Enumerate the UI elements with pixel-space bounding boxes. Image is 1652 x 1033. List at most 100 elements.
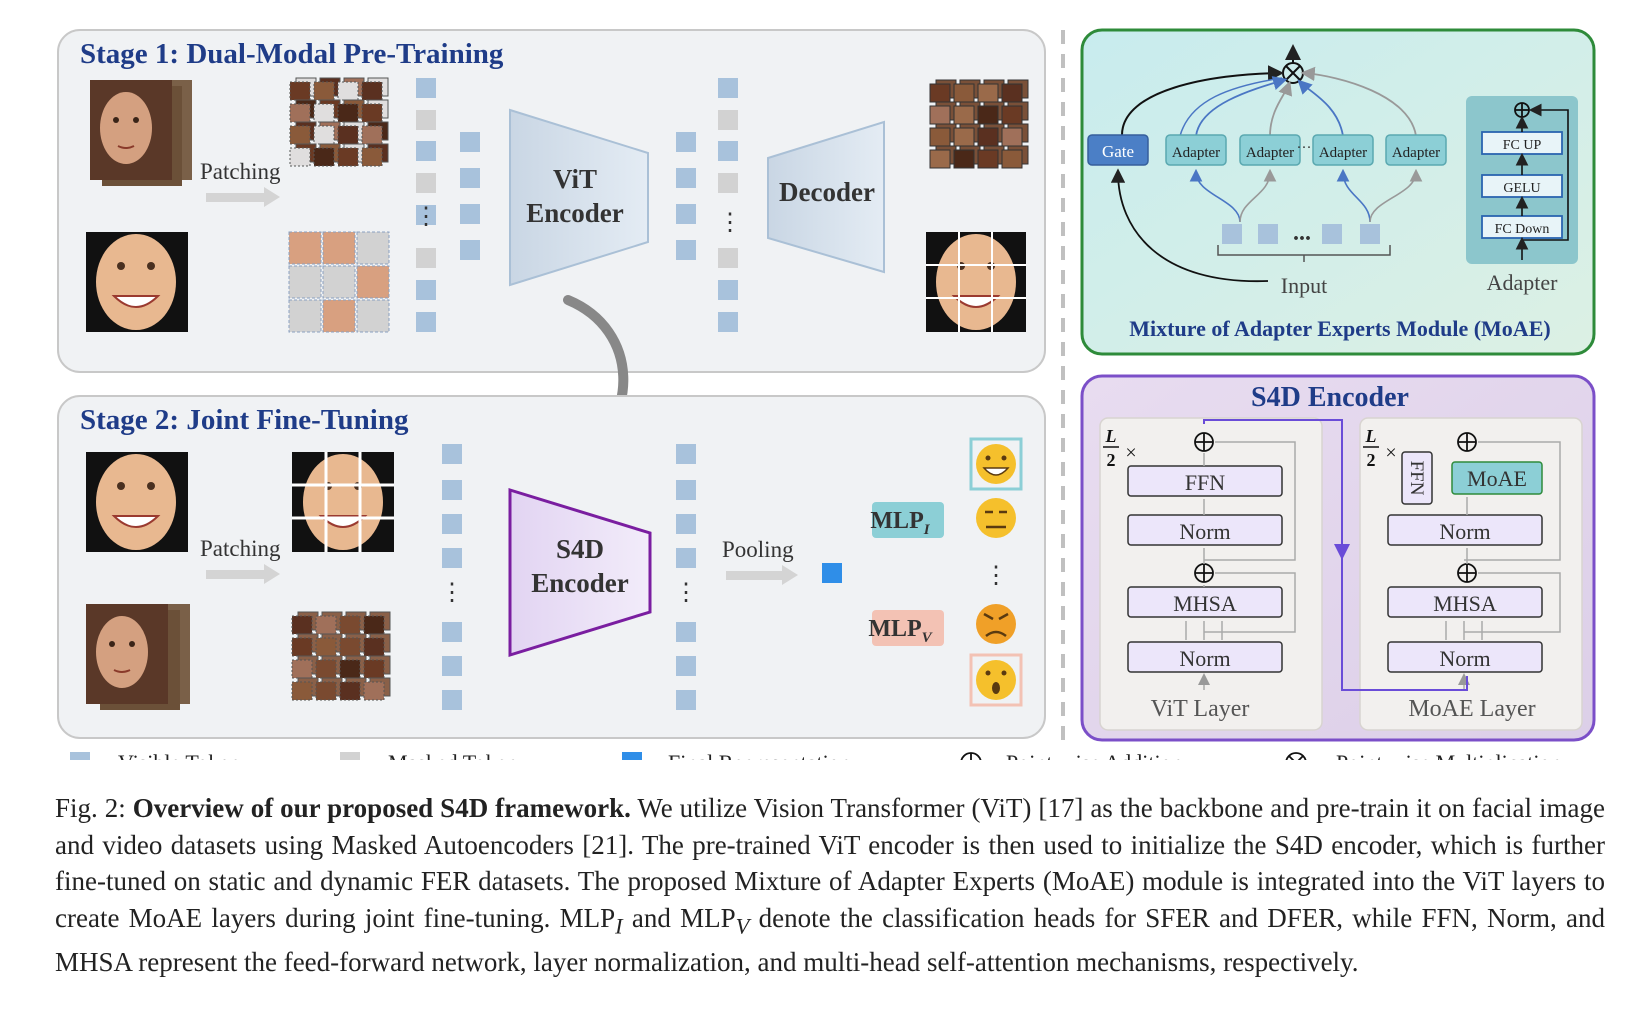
token xyxy=(416,280,436,300)
adapter-label: Adapter xyxy=(1319,145,1367,161)
patch xyxy=(929,105,951,125)
pooling-label: Pooling xyxy=(722,537,794,562)
token xyxy=(718,141,738,161)
masked-video-patches-1 xyxy=(289,77,389,167)
gelu-label: GELU xyxy=(1503,181,1540,196)
image-patches-2 xyxy=(292,452,394,552)
patch xyxy=(313,147,335,167)
legend-final-swatch xyxy=(622,752,642,760)
mlp-i-head xyxy=(872,502,944,538)
gate-label: Gate xyxy=(1102,142,1134,161)
token xyxy=(442,690,462,710)
adapter-box xyxy=(1312,134,1374,166)
vit-mhsa-label: MHSA xyxy=(1173,591,1237,616)
input-token xyxy=(1322,224,1342,244)
moae-ffn-box xyxy=(1401,451,1433,505)
patch xyxy=(289,103,311,123)
vit-encoder-block xyxy=(509,108,649,287)
patch xyxy=(322,231,356,265)
legend-mult-label: Point-wise Multiplication xyxy=(1336,750,1562,760)
reconstructed-video-patches xyxy=(929,79,1029,169)
patch xyxy=(339,659,361,679)
token xyxy=(676,656,696,676)
patch xyxy=(929,83,951,103)
patch xyxy=(291,681,313,701)
token-ellipsis-2: ⋮ xyxy=(718,210,742,236)
decoder-block xyxy=(767,120,885,274)
token xyxy=(442,548,462,568)
fc-down-label: FC Down xyxy=(1495,222,1550,237)
token xyxy=(676,690,696,710)
vit-norm-box-2 xyxy=(1127,641,1283,673)
patch xyxy=(289,147,311,167)
emoji-neutral-icon xyxy=(976,498,1016,538)
moae-norm-label-2: Norm xyxy=(1439,646,1490,671)
token xyxy=(460,240,480,260)
token xyxy=(676,204,696,224)
patch xyxy=(953,149,975,169)
emoji-ellipsis: ⋮ xyxy=(984,563,1008,589)
patch xyxy=(315,681,337,701)
emoji-frame-happy xyxy=(969,437,1023,491)
input-token xyxy=(1360,224,1380,244)
patch xyxy=(363,637,385,657)
patch xyxy=(339,637,361,657)
legend-masked-label: Masked Token xyxy=(388,750,517,760)
patch xyxy=(313,81,335,101)
moae-norm-label-1: Norm xyxy=(1439,519,1490,544)
s4d-encoder-block xyxy=(508,487,652,658)
token xyxy=(460,132,480,152)
token xyxy=(416,110,436,130)
token xyxy=(676,622,696,642)
token xyxy=(416,205,436,225)
patch xyxy=(1001,127,1023,147)
patch xyxy=(977,127,999,147)
patch xyxy=(356,231,390,265)
legend-add-label: Point-wise Addition xyxy=(1006,750,1183,760)
reconstructed-image xyxy=(926,232,1026,332)
patch xyxy=(361,147,383,167)
vit-layer-repeat-num: L xyxy=(1105,426,1117,446)
adapter-box xyxy=(1239,134,1301,166)
token xyxy=(718,110,738,130)
token xyxy=(442,656,462,676)
token xyxy=(718,248,738,268)
adapter-label: Adapter xyxy=(1392,145,1440,161)
token xyxy=(460,204,480,224)
legend-add-icon xyxy=(960,752,982,760)
s4d-encoder-label-2: Encoder xyxy=(531,568,629,598)
emoji-frame-surprised xyxy=(969,653,1023,707)
patch xyxy=(313,125,335,145)
vit-layer-times: × xyxy=(1125,442,1136,464)
moae-norm-box-1 xyxy=(1387,514,1543,546)
token xyxy=(416,173,436,193)
patch xyxy=(339,615,361,635)
moae-module-label: MoAE xyxy=(1467,466,1527,491)
adapter-label: Adapter xyxy=(1172,145,1220,161)
token xyxy=(676,444,696,464)
vit-layer-repeat-den: 2 xyxy=(1107,450,1116,470)
input-label: Input xyxy=(1281,273,1327,298)
input-token xyxy=(1222,224,1242,244)
final-representation-token xyxy=(822,563,842,583)
vit-encoder-label-2: Encoder xyxy=(526,198,624,228)
adapter-box xyxy=(1385,134,1447,166)
token xyxy=(718,312,738,332)
patch xyxy=(953,83,975,103)
patch xyxy=(337,125,359,145)
token xyxy=(442,514,462,534)
token xyxy=(676,514,696,534)
patch xyxy=(361,81,383,101)
pooling-arrow xyxy=(726,565,798,585)
video-patches-2 xyxy=(291,611,391,701)
patch xyxy=(288,299,322,333)
fc-up-label: FC UP xyxy=(1503,138,1542,153)
patch xyxy=(977,149,999,169)
s4d-encoder-title: S4D Encoder xyxy=(1251,382,1409,413)
patch xyxy=(977,83,999,103)
moae-input-tokens xyxy=(1222,224,1380,244)
token xyxy=(676,132,696,152)
patch xyxy=(315,659,337,679)
patch xyxy=(337,81,359,101)
input-token xyxy=(1258,224,1278,244)
